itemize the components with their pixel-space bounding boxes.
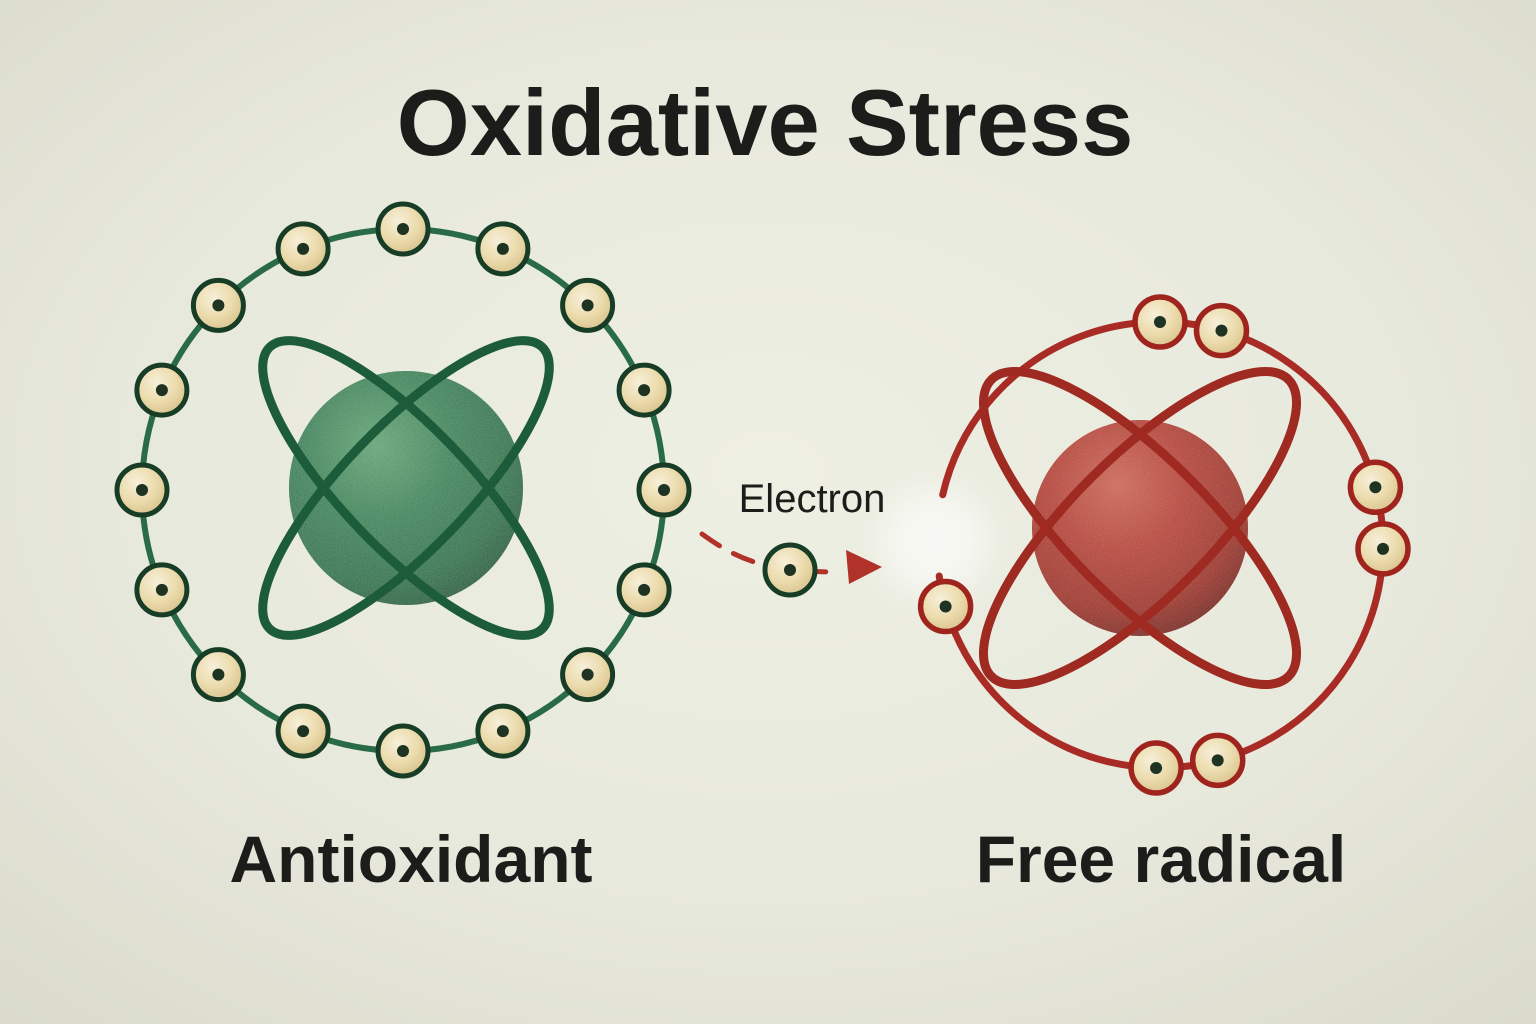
electron [762,542,818,598]
electron [1193,302,1250,359]
page-title: Oxidative Stress [397,70,1134,175]
electron [1128,740,1184,796]
electron [560,647,616,703]
electron [375,201,431,257]
electron [134,562,190,618]
electron [475,703,531,759]
electron [1189,732,1246,789]
antioxidant-label: Antioxidant [230,822,593,896]
electron [616,562,672,618]
orbit-ring [258,336,554,640]
free-radical-electrons [917,294,1411,796]
transfer-arrowhead [846,550,882,584]
electron-transfer: Electron [699,477,886,598]
electron [475,221,531,277]
electron [560,277,616,333]
transferred-electron [762,542,818,598]
antioxidant-electrons [114,201,692,779]
electron [636,462,692,518]
electron [375,723,431,779]
antioxidant-nucleus-texture [289,371,523,605]
electron [1355,521,1411,577]
electron [134,362,190,418]
free-radical-label: Free radical [976,822,1347,896]
orbit-ring [258,336,554,640]
electron [616,362,672,418]
electron [917,578,974,635]
antioxidant-atom [114,201,692,779]
electron [275,703,331,759]
electron [1132,294,1188,350]
orbit-ring [978,366,1302,690]
electron [1347,459,1404,516]
electron [190,647,246,703]
electron [190,277,246,333]
orbit-ring [978,366,1302,690]
orbit-gap-glow [883,490,987,594]
free-radical-nucleus-texture [1032,420,1248,636]
electron [114,462,170,518]
electron [275,221,331,277]
electron-label: Electron [739,477,886,521]
free-radical-atom [883,294,1411,796]
